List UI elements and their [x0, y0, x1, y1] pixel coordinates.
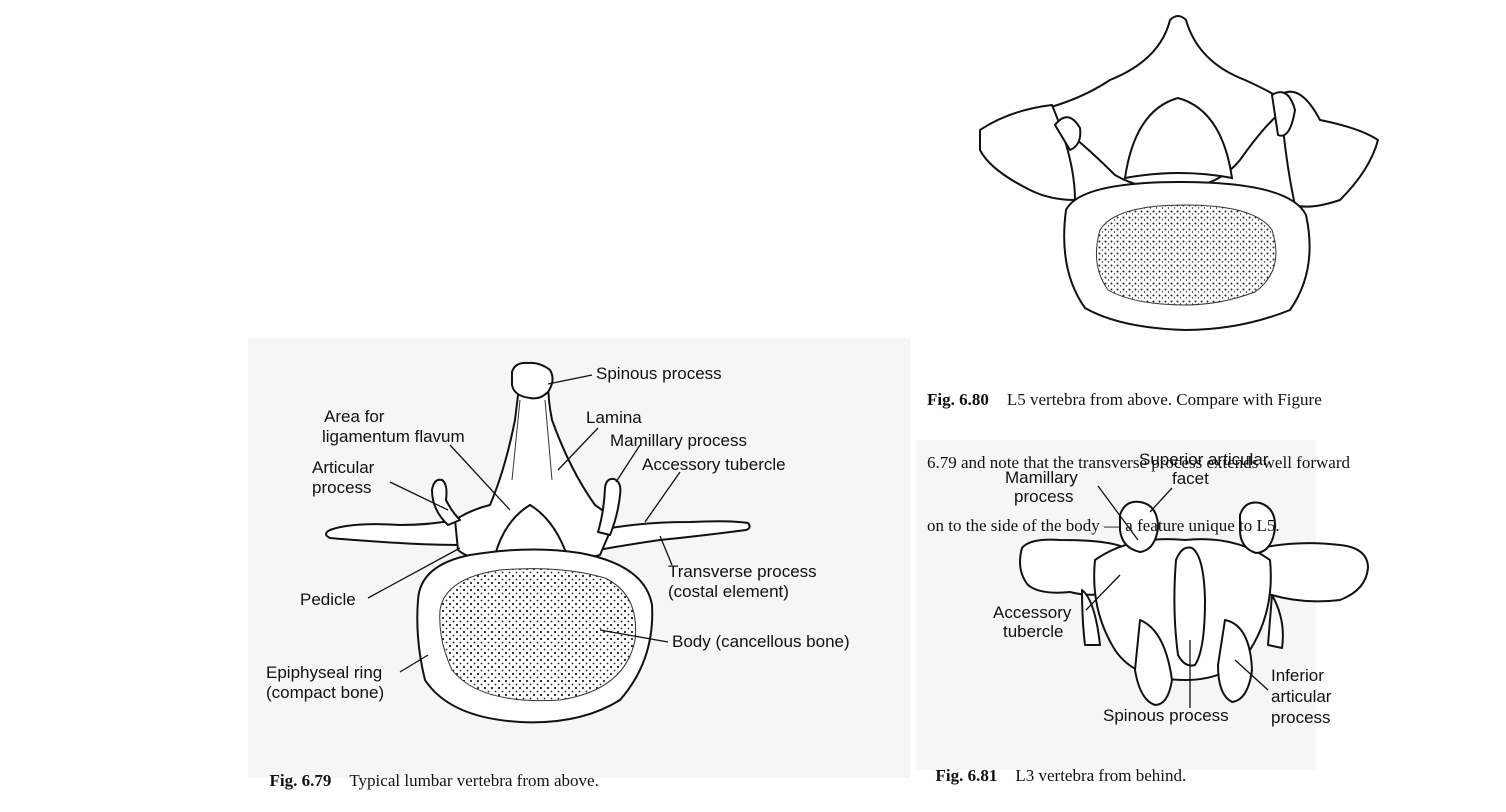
fig80-caption-number: Fig. 6.80	[927, 390, 989, 409]
fig81-label-tubercle: tubercle	[1003, 622, 1064, 641]
fig79-label-accessory-tubercle: Accessory tubercle	[642, 455, 786, 474]
fig79-caption-number: Fig. 6.79	[269, 771, 332, 790]
fig79-label-articular: Articular	[312, 458, 375, 477]
fig81-right-superior-articular	[1239, 501, 1277, 554]
fig79-label-epiphyseal-ring: Epiphyseal ring	[266, 663, 383, 682]
fig79-right-articular-process	[597, 477, 622, 536]
fig79-body-cancellous	[439, 568, 637, 702]
fig80-body-cancellous	[1095, 204, 1277, 306]
fig80-right-transverse-process	[1279, 90, 1379, 208]
fig79-left-articular-process	[431, 478, 461, 526]
fig79-label-mamillary-process: Mamillary process	[610, 431, 747, 450]
fig80-caption-line1: L5 vertebra from above. Compare with Fig…	[1006, 390, 1322, 409]
fig79-label-spinous-process: Spinous process	[596, 364, 722, 383]
fig80-caption-line2: 6.79 and note that the transverse proces…	[927, 453, 1350, 472]
fig79-label-pedicle: Pedicle	[300, 590, 356, 609]
fig81-label-articular: articular	[1271, 687, 1332, 706]
fig79-left-transverse-process	[325, 519, 471, 546]
fig79-label-process: process	[312, 478, 372, 497]
fig81-left-superior-articular	[1119, 500, 1159, 553]
fig81-label-mamillary-process: process	[1014, 487, 1074, 506]
fig79-label-lamina: Lamina	[586, 408, 642, 427]
fig79-label-ligamentum-flavum: ligamentum flavum	[322, 427, 465, 446]
fig81-label-superior-articular: Superior articular	[1139, 450, 1269, 469]
fig81-label-facet: facet	[1172, 469, 1209, 488]
fig81-spinous-process	[1173, 546, 1206, 667]
fig81-label-inferior-process: process	[1271, 708, 1331, 727]
fig79-spinous-process	[511, 361, 554, 400]
fig80-caption: Fig. 6.80 L5 vertebra from above. Compare…	[927, 347, 1350, 557]
fig79-label-costal-element: (costal element)	[668, 582, 789, 601]
fig81-caption-number: Fig. 6.81	[935, 766, 998, 785]
fig79-right-transverse-process	[597, 520, 751, 551]
fig81-label-mamillary: Mamillary	[1005, 468, 1078, 487]
fig81-right-transverse-process	[1259, 542, 1369, 603]
fig79-caption: Fig. 6.79 Typical lumbar vertebra from ab…	[261, 749, 599, 791]
fig81-right-inferior-articular	[1217, 619, 1253, 703]
fig79-caption-text: Typical lumbar vertebra from above.	[349, 771, 599, 790]
fig79-label-body: Body (cancellous bone)	[672, 632, 850, 651]
fig80-vertebral-foramen	[1123, 96, 1234, 180]
fig81-caption: Fig. 6.81 L3 vertebra from behind.	[927, 744, 1187, 786]
fig79-label-transverse-process: Transverse process	[668, 562, 817, 581]
fig81-label-accessory: Accessory	[993, 603, 1072, 622]
fig81-label-spinous-process: Spinous process	[1103, 706, 1229, 725]
fig81-label-inferior: Inferior	[1271, 666, 1324, 685]
fig81-caption-text: L3 vertebra from behind.	[1015, 766, 1187, 785]
fig79-label-compact-bone: (compact bone)	[266, 683, 385, 702]
fig80-caption-line3: on to the side of the body — a feature u…	[927, 516, 1280, 535]
fig81-left-inferior-articular	[1134, 619, 1173, 706]
fig79-label-area-for: Area for	[324, 407, 385, 426]
